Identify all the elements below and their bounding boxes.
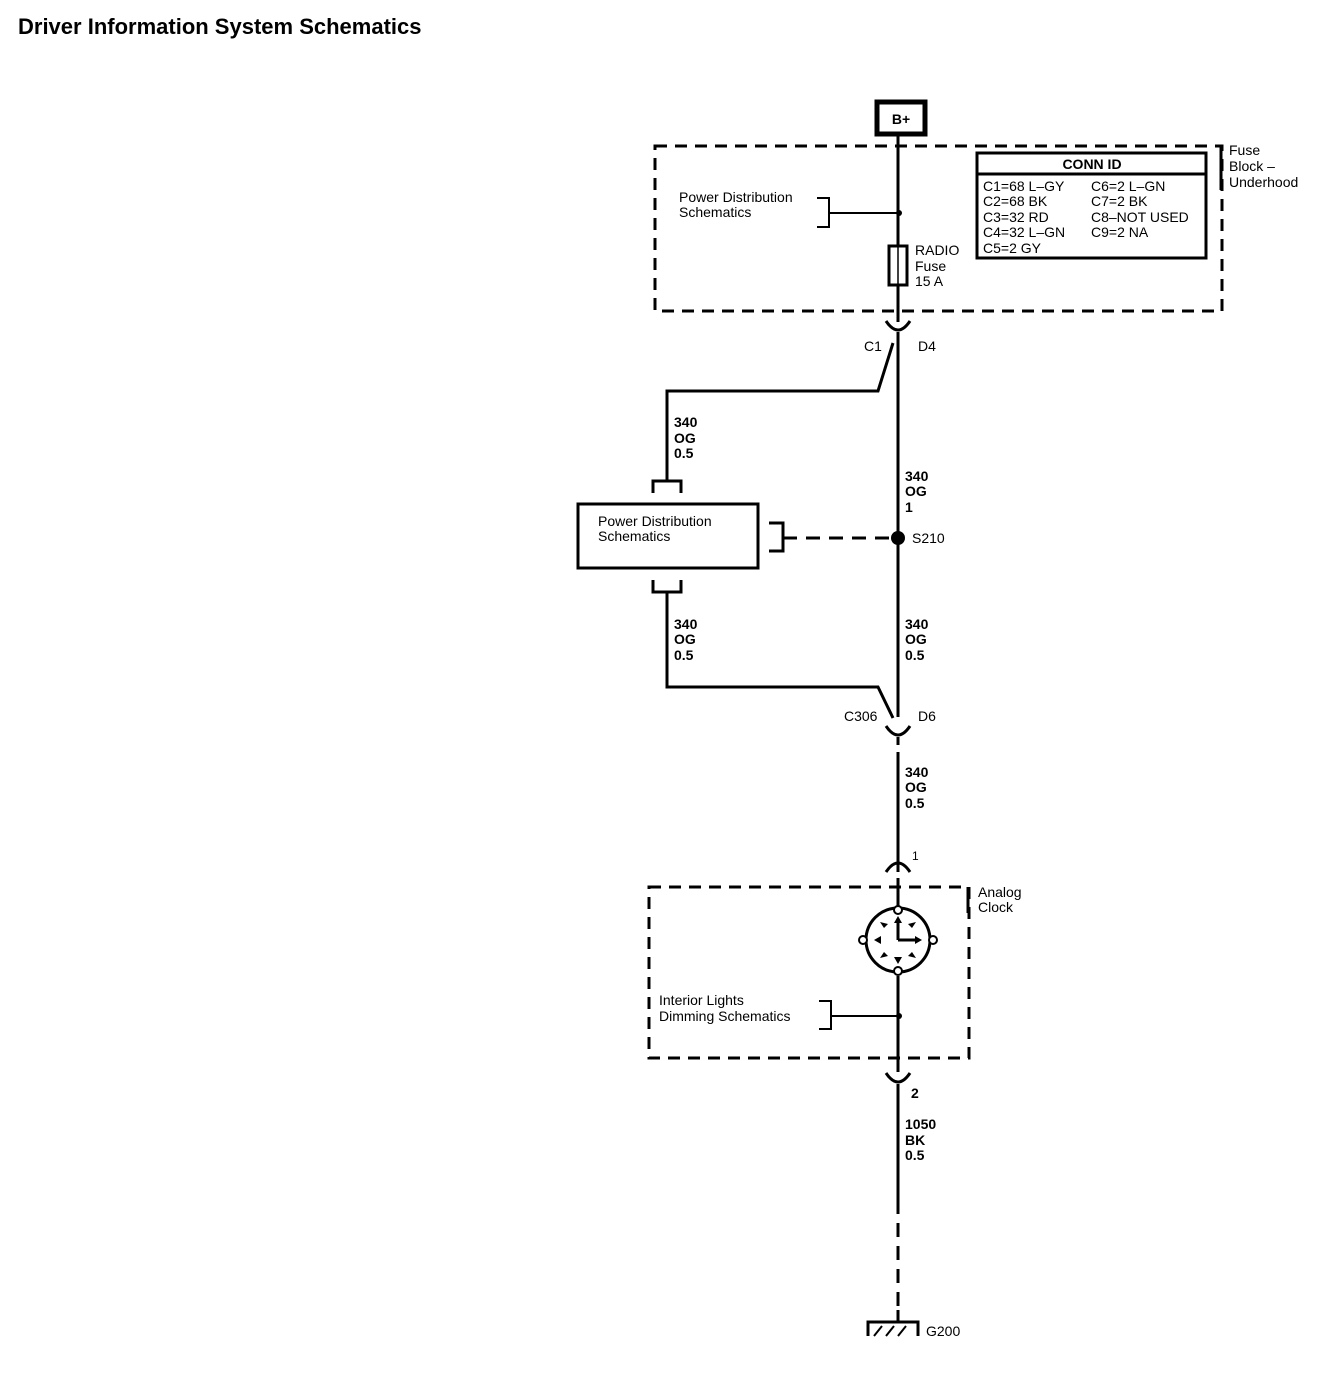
ground-g200-symbol (866, 1310, 920, 1337)
page-title: Driver Information System Schematics (18, 14, 422, 39)
wire-left-lower-color: OG (674, 631, 696, 647)
wire-main-upper-circuit: 340 (905, 468, 929, 484)
b-plus-label: B+ (892, 111, 910, 127)
ground-wire-size: 0.5 (905, 1147, 925, 1163)
clock-pin1-label: 1 (912, 849, 919, 863)
conn-id-c7: C7=2 BK (1091, 193, 1148, 209)
wire-left-upper-size: 0.5 (674, 445, 694, 461)
radio-fuse-rating: 15 A (915, 273, 944, 289)
dimming-ref-line2: Dimming Schematics (659, 1008, 790, 1024)
analog-clock-label-2: Clock (978, 899, 1014, 915)
connector-c306-label: C306 (844, 708, 878, 724)
conn-id-c3: C3=32 RD (983, 209, 1049, 225)
dimming-ref-node (896, 1013, 902, 1019)
power-dist-ref-line1: Power Distribution (679, 189, 793, 205)
fuse-block-boundary (653, 144, 1224, 313)
connector-c1-label: C1 (864, 338, 882, 354)
connector-d6-label: D6 (918, 708, 936, 724)
power-dist-box-bottom-connector (651, 580, 683, 594)
conn-id-c9: C9=2 NA (1091, 224, 1149, 240)
power-dist-box (576, 502, 760, 570)
conn-id-c4: C4=32 L–GN (983, 224, 1065, 240)
conn-id-c8: C8–NOT USED (1091, 209, 1189, 225)
ground-wire-color: BK (905, 1132, 925, 1148)
dimming-ref-bracket (819, 1000, 832, 1030)
splice-ref-bracket (769, 521, 785, 553)
radio-fuse-type: Fuse (915, 258, 946, 274)
wire-main-lower-size: 0.5 (905, 647, 925, 663)
clock-pin1-connector (884, 861, 912, 873)
wire-left-lower (665, 592, 895, 719)
power-dist-box-line1: Power Distribution (598, 513, 712, 529)
wire-main-upper-size: 1 (905, 499, 913, 515)
wire-to-clock-circuit: 340 (905, 764, 929, 780)
dimming-ref-line1: Interior Lights (659, 992, 744, 1008)
wire-left-lower-circuit: 340 (674, 616, 698, 632)
wire-main-lower-color: OG (905, 631, 927, 647)
splice-s210-label: S210 (912, 530, 945, 546)
analog-clock-label-1: Analog (978, 884, 1022, 900)
fuse-block-label-3: Underhood (1229, 174, 1298, 190)
ground-g200-label: G200 (926, 1323, 960, 1339)
wire-left-upper-color: OG (674, 430, 696, 446)
power-dist-ref-line2: Schematics (679, 204, 751, 220)
conn-id-c6: C6=2 L–GN (1091, 178, 1165, 194)
wire-left-upper (665, 342, 895, 481)
power-dist-ref-bracket (817, 197, 830, 228)
conn-id-c1: C1=68 L–GY (983, 178, 1065, 194)
wire-left-upper-circuit: 340 (674, 414, 698, 430)
conn-id-header: CONN ID (1062, 156, 1121, 172)
connector-d4-label: D4 (918, 338, 936, 354)
conn-id-table: CONN ID C1=68 L–GY C2=68 BK C3=32 RD C4=… (975, 151, 1208, 260)
clock-pin2-connector (884, 1072, 912, 1084)
wire-left-lower-size: 0.5 (674, 647, 694, 663)
clock-pin2-label: 2 (911, 1085, 919, 1101)
clock-symbol (858, 905, 938, 976)
ground-wire-circuit: 1050 (905, 1116, 936, 1132)
fuse-block-label-1: Fuse (1229, 142, 1260, 158)
wire-to-clock-color: OG (905, 779, 927, 795)
wire-main-lower-circuit: 340 (905, 616, 929, 632)
wire-main-upper-color: OG (905, 483, 927, 499)
conn-id-c2: C2=68 BK (983, 193, 1048, 209)
power-dist-ref-node (896, 210, 902, 216)
conn-id-c5: C5=2 GY (983, 240, 1042, 256)
fuse-block-label-2: Block – (1229, 158, 1275, 174)
b-plus-source: B+ (874, 99, 928, 137)
splice-s210-node (891, 531, 905, 545)
connector-c1-d4-symbol (884, 320, 912, 332)
connector-c306-d6-symbol (884, 725, 912, 737)
wire-to-clock-size: 0.5 (905, 795, 925, 811)
radio-fuse-label: RADIO (915, 242, 959, 258)
power-dist-box-line2: Schematics (598, 528, 670, 544)
power-dist-box-top-connector (651, 479, 683, 493)
analog-clock-boundary (647, 885, 971, 1060)
